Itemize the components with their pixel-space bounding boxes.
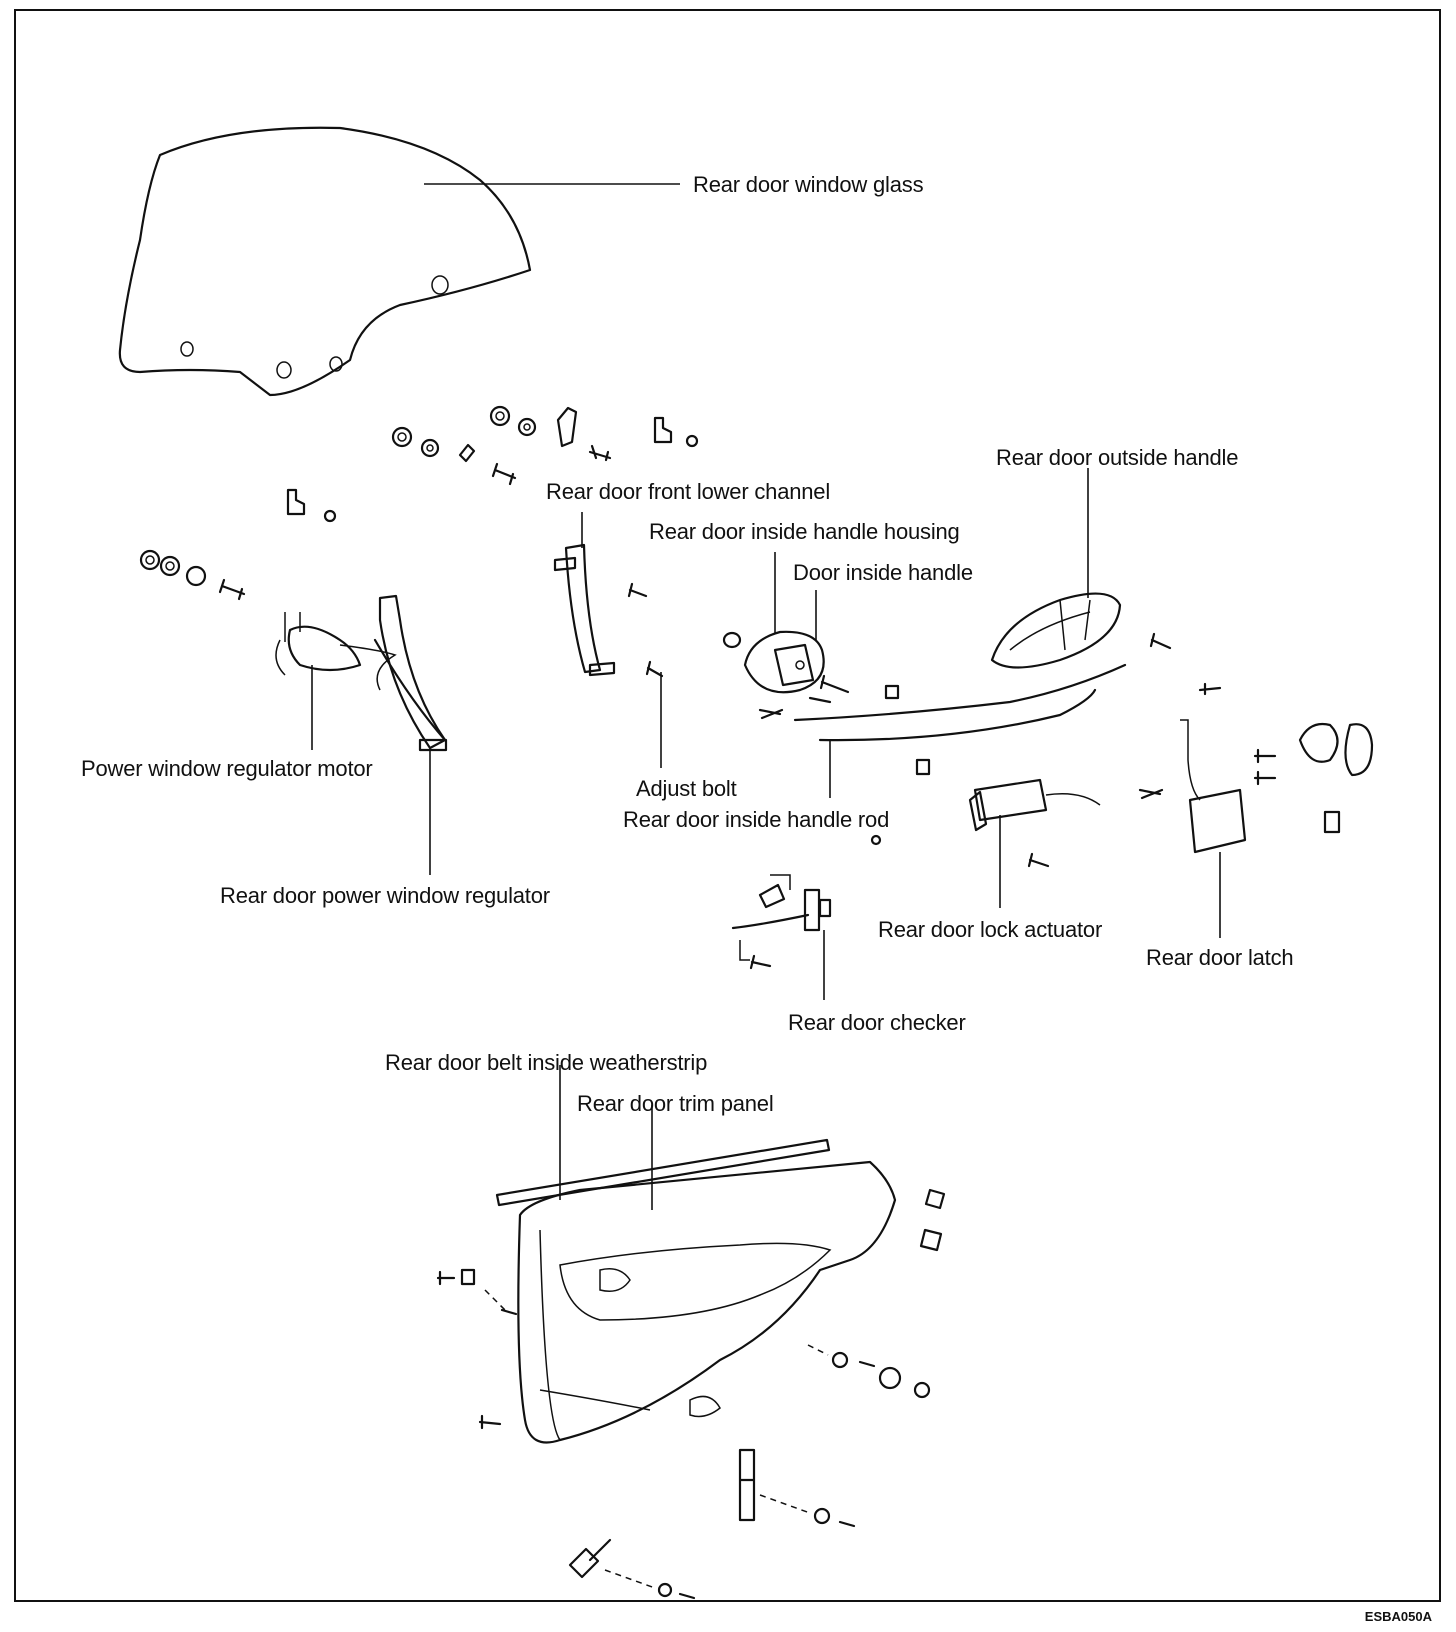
window-glass-part (118, 126, 532, 397)
label-regulator-motor: Power window regulator motor (81, 756, 373, 781)
label-belt-weatherstrip: Rear door belt inside weatherstrip (385, 1050, 708, 1075)
power-window-regulator-part (275, 594, 448, 752)
trim-panel-part (436, 1138, 946, 1600)
label-inside-handle-rod: Rear door inside handle rod (623, 807, 890, 832)
label-checker: Rear door checker (788, 1010, 966, 1035)
handle-rods-part (758, 663, 1164, 846)
leader-lines (311, 183, 1221, 1210)
diagram-code: ESBA050A (1364, 1609, 1432, 1624)
checker-part (731, 874, 832, 970)
label-front-lower-channel: Rear door front lower channel (546, 479, 831, 504)
latch-part (1180, 719, 1374, 854)
label-door-inside-handle: Door inside handle (793, 560, 973, 585)
diagram-frame (14, 9, 1441, 1602)
outside-handle-part (990, 592, 1222, 696)
label-lock-actuator: Rear door lock actuator (878, 917, 1103, 942)
label-power-window-regulator: Rear door power window regulator (220, 883, 550, 908)
front-lower-channel-part (553, 543, 664, 678)
label-adjust-bolt: Adjust bolt (636, 776, 737, 801)
lock-actuator-part (968, 778, 1101, 868)
label-inside-handle-housing: Rear door inside handle housing (649, 519, 960, 544)
label-latch: Rear door latch (1146, 945, 1294, 970)
inside-handle-part (722, 630, 900, 704)
fastener-cluster-top (139, 405, 699, 601)
label-outside-handle: Rear door outside handle (996, 445, 1239, 470)
label-window-glass: Rear door window glass (693, 172, 924, 197)
label-trim-panel: Rear door trim panel (577, 1091, 774, 1116)
